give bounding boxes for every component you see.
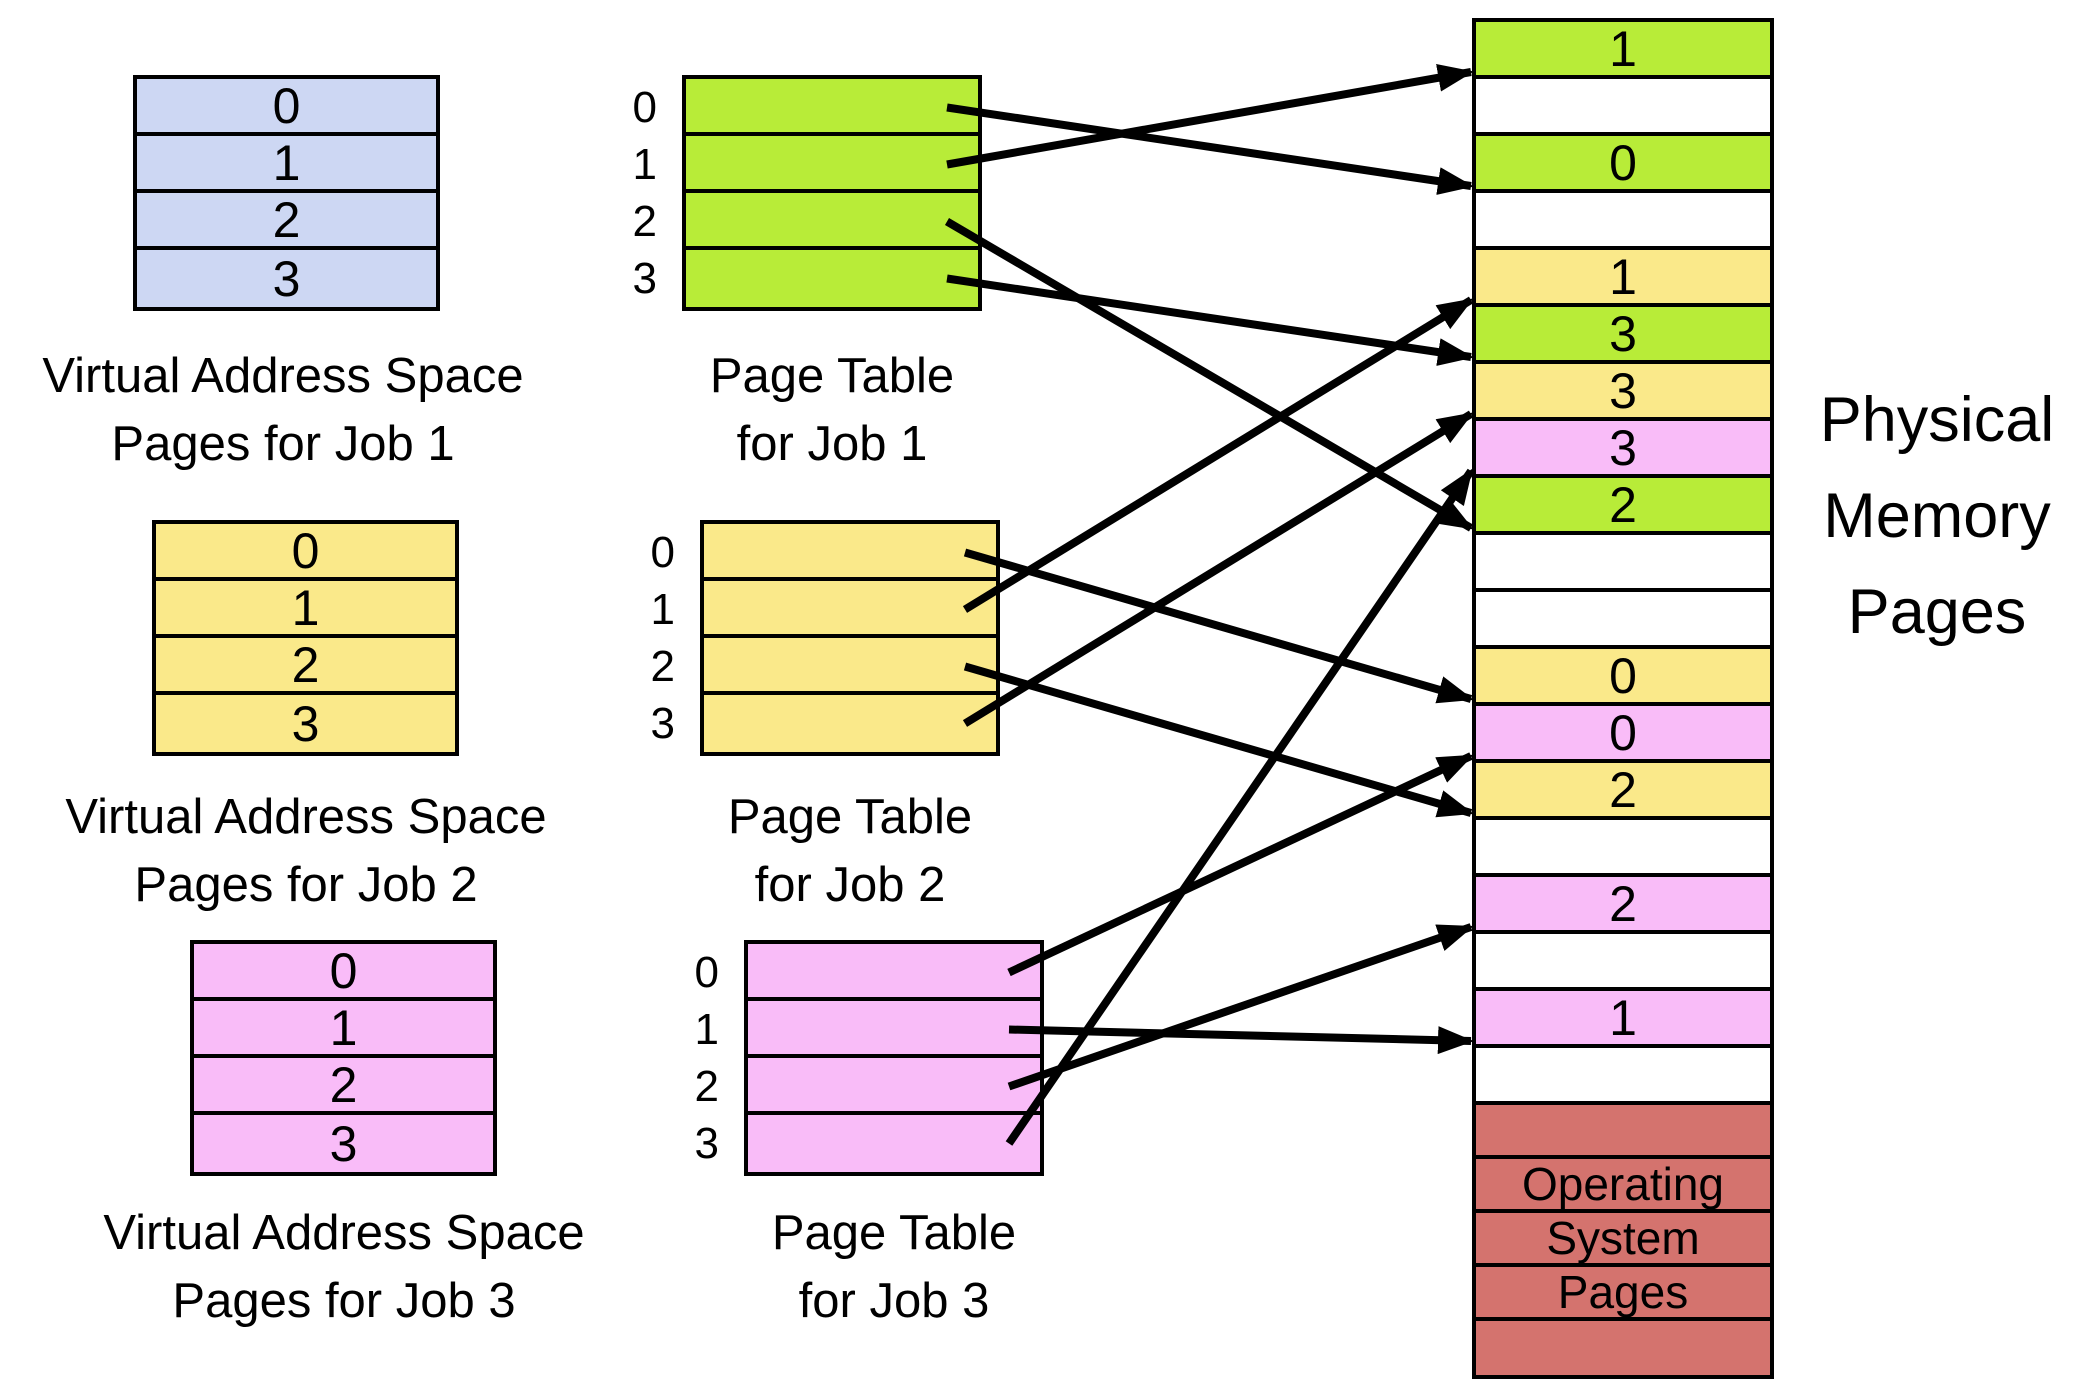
pt-label-job1: Page Table for Job 1 xyxy=(502,342,1162,478)
physical-frame-row-free-10 xyxy=(1476,592,1770,649)
vas-label-job2-line1: Virtual Address Space xyxy=(65,790,547,844)
pt-job3-entry-cell-1 xyxy=(748,1001,1040,1058)
physical-frame-row-free-3 xyxy=(1476,193,1770,250)
vas-label-job1-line1: Virtual Address Space xyxy=(42,349,524,403)
vas-job3-page-cell-3: 3 xyxy=(194,1115,493,1172)
vas-label-job1-line2: Pages for Job 1 xyxy=(111,417,455,471)
physical-frame-row-0-job1-page1: 1 xyxy=(1476,21,1770,79)
os-page-row-1: Operating xyxy=(1476,1158,1770,1213)
pt-job1-entry-cell-1 xyxy=(686,136,978,193)
pt-job1-index-label-3: 3 xyxy=(632,253,657,303)
vas-label-job3-line1: Virtual Address Space xyxy=(103,1206,585,1260)
pt-job2-entry-cell-3 xyxy=(704,695,996,752)
pt-label-job3-line2: for Job 3 xyxy=(798,1274,990,1328)
pt-job2-index-label-3: 3 xyxy=(650,698,675,748)
pt-job2-entry-cell-2 xyxy=(704,638,996,695)
physical-memory-label-line2: Memory xyxy=(1823,481,2051,551)
physical-frame-row-free-1 xyxy=(1476,79,1770,136)
pt-job2-index-label-0: 0 xyxy=(650,527,675,577)
physical-frame-row-5-job1-page3: 3 xyxy=(1476,306,1770,364)
vas-job1-page-cell-1: 1 xyxy=(137,135,436,193)
physical-frame-row-17-job3-page1: 1 xyxy=(1476,990,1770,1048)
pt-label-job2-line1: Page Table xyxy=(727,790,973,844)
pt-box-job3 xyxy=(744,940,1044,1176)
pt-job1-index-label-1: 1 xyxy=(632,139,657,189)
vas-label-job2: Virtual Address Space Pages for Job 2 xyxy=(0,783,636,919)
pt-label-job3: Page Table for Job 3 xyxy=(564,1199,1224,1335)
vas-job3-page-cell-0: 0 xyxy=(194,943,493,1001)
vas-job2-page-cell-0: 0 xyxy=(156,523,455,581)
physical-frame-row-6-job2-page3: 3 xyxy=(1476,363,1770,421)
pt-job3-index-label-0: 0 xyxy=(694,947,719,997)
physical-frame-row-12-job3-page0: 0 xyxy=(1476,705,1770,763)
pt-job2-index-label-1: 1 xyxy=(650,584,675,634)
mapping-arrow-job3-page2-to-frame15 xyxy=(1007,923,1474,1091)
vas-job2-page-cell-3: 3 xyxy=(156,695,455,752)
vas-job2-page-cell-1: 1 xyxy=(156,580,455,638)
pt-box-job2 xyxy=(700,520,1000,756)
physical-frame-row-11-job2-page0: 0 xyxy=(1476,648,1770,706)
vas-job2-page-cell-2: 2 xyxy=(156,637,455,695)
physical-frame-row-2-job1-page0: 0 xyxy=(1476,135,1770,193)
pt-job2-entry-cell-0 xyxy=(704,524,996,581)
pt-job1-entry-cell-3 xyxy=(686,250,978,307)
pt-job3-index-label-3: 3 xyxy=(694,1118,719,1168)
physical-memory-label: Physical Memory Pages xyxy=(1782,372,2092,660)
pt-label-job2: Page Table for Job 2 xyxy=(520,783,1180,919)
physical-frame-row-13-job2-page2: 2 xyxy=(1476,762,1770,820)
pt-job3-index-label-1: 1 xyxy=(694,1004,719,1054)
vas-label-job1: Virtual Address Space Pages for Job 1 xyxy=(0,342,613,478)
physical-frame-row-free-16 xyxy=(1476,934,1770,991)
pt-job3-entry-cell-2 xyxy=(748,1058,1040,1115)
physical-memory-label-line3: Pages xyxy=(1847,577,2027,647)
pt-job3-index-label-2: 2 xyxy=(694,1061,719,1111)
pt-job1-index-label-2: 2 xyxy=(632,196,657,246)
os-page-row-3: Pages xyxy=(1476,1266,1770,1321)
vas-job1-page-cell-3: 3 xyxy=(137,250,436,307)
pt-job3-entry-cell-0 xyxy=(748,944,1040,1001)
vas-job3-page-cell-2: 2 xyxy=(194,1057,493,1115)
mapping-arrow-job1-page1-to-frame0 xyxy=(946,63,1474,169)
os-page-row-4 xyxy=(1476,1321,1770,1375)
vas-job3-page-cell-1: 1 xyxy=(194,1000,493,1058)
pt-index-column-job2: 0 1 2 3 xyxy=(605,524,675,752)
pt-label-job1-line1: Page Table xyxy=(709,349,955,403)
pt-label-job1-line2: for Job 1 xyxy=(736,417,928,471)
physical-frame-row-15-job3-page2: 2 xyxy=(1476,876,1770,934)
os-page-row-2: System xyxy=(1476,1212,1770,1267)
pt-box-job1 xyxy=(682,75,982,311)
physical-memory-label-line1: Physical xyxy=(1819,385,2055,455)
pt-job3-entry-cell-3 xyxy=(748,1115,1040,1172)
pt-job1-entry-cell-2 xyxy=(686,193,978,250)
physical-frame-row-8-job1-page2: 2 xyxy=(1476,477,1770,535)
vas-label-job3: Virtual Address Space Pages for Job 3 xyxy=(14,1199,674,1335)
pt-index-column-job1: 0 1 2 3 xyxy=(587,79,657,307)
pt-job2-index-label-2: 2 xyxy=(650,641,675,691)
vas-label-job3-line2: Pages for Job 3 xyxy=(172,1274,516,1328)
vas-label-job2-line2: Pages for Job 2 xyxy=(134,858,478,912)
pt-job1-entry-cell-0 xyxy=(686,79,978,136)
physical-frame-row-free-9 xyxy=(1476,535,1770,592)
os-page-row-0 xyxy=(1476,1105,1770,1159)
physical-frame-row-free-14 xyxy=(1476,820,1770,877)
pt-label-job3-line1: Page Table xyxy=(771,1206,1017,1260)
pt-index-column-job3: 0 1 2 3 xyxy=(649,944,719,1172)
vas-job1-page-cell-2: 2 xyxy=(137,192,436,250)
physical-frame-row-4-job2-page1: 1 xyxy=(1476,249,1770,307)
vas-job1-page-cell-0: 0 xyxy=(137,78,436,136)
mapping-arrow-job3-page1-to-frame17 xyxy=(1008,1025,1474,1055)
pt-job1-index-label-0: 0 xyxy=(632,82,657,132)
pt-job2-entry-cell-1 xyxy=(704,581,996,638)
mapping-arrow-job1-page0-to-frame2 xyxy=(946,103,1474,195)
physical-frame-row-free-18 xyxy=(1476,1048,1770,1105)
mapping-arrow-job2-page0-to-frame11 xyxy=(963,548,1474,704)
pt-label-job2-line2: for Job 2 xyxy=(754,858,946,912)
physical-frame-row-7-job3-page3: 3 xyxy=(1476,420,1770,478)
